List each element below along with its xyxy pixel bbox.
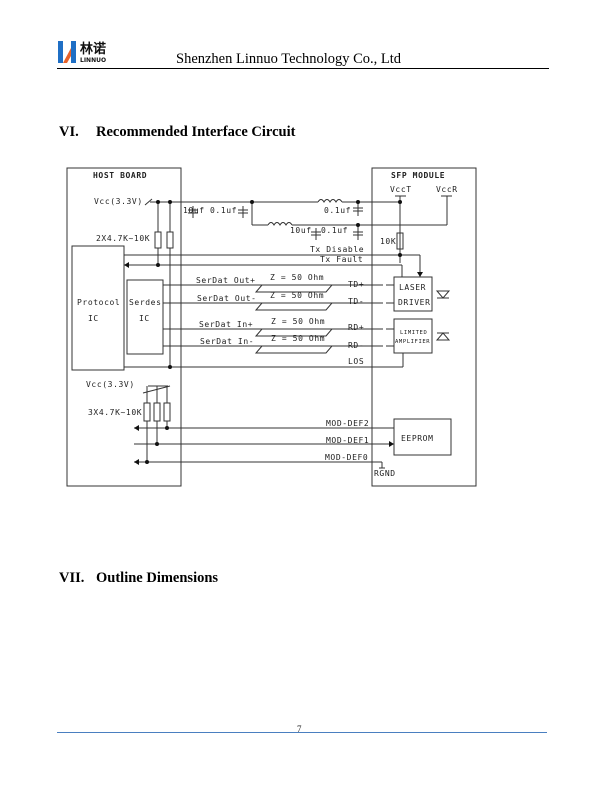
laser-driver-box <box>393 276 433 312</box>
rd-plus-label: RD+ <box>348 323 364 332</box>
serdat-in-plus-label: SerDat In+ <box>199 320 253 329</box>
impedance-label: Z = 50 Ohm <box>270 291 324 300</box>
serdat-out-plus-label: SerDat Out+ <box>196 276 256 285</box>
eeprom-box <box>393 418 452 456</box>
logo-mark-slash <box>63 48 71 63</box>
cap-01uf-label: 0.1uf <box>324 206 351 215</box>
vcct-label: VccT <box>390 185 412 194</box>
tx-disable-label: Tx Disable <box>310 245 364 254</box>
section-number: VI. <box>59 124 79 140</box>
sfp-module-box <box>371 167 477 487</box>
photo-diode-icon <box>435 332 451 341</box>
logo-mark-left <box>58 41 63 63</box>
section-title: Recommended Interface Circuit <box>96 124 296 140</box>
logo-en-text: LINNUO <box>80 57 106 64</box>
protocol-ic-box <box>71 245 125 371</box>
pullup-2x-label: 2X4.7K~10K <box>96 234 150 243</box>
section-number: VII. <box>59 570 85 586</box>
mod-def0-label: MOD-DEF0 <box>325 453 368 462</box>
serdes-ic-box <box>126 279 164 355</box>
limited-amplifier-label: LIMITED <box>400 330 427 336</box>
serdes-ic-label: Serdes <box>129 298 162 307</box>
laser-driver-label: LASER <box>399 283 426 292</box>
mod-def1-label: MOD-DEF1 <box>326 436 369 445</box>
laser-driver-label-2: DRIVER <box>398 298 431 307</box>
limited-amplifier-label-2: AMPLIFIER <box>395 339 430 345</box>
vcc-host-label-2: Vcc(3.3V) <box>86 380 135 389</box>
mod-def2-label: MOD-DEF2 <box>326 419 369 428</box>
rgnd-label: RGND <box>374 469 396 478</box>
resistor-10k-label: 10K <box>380 237 396 246</box>
impedance-label: Z = 50 Ohm <box>271 334 325 343</box>
serdes-ic-label-2: IC <box>139 314 150 323</box>
serdat-out-minus-label: SerDat Out- <box>197 294 257 303</box>
host-board-label: HOST BOARD <box>93 171 147 180</box>
company-name: Shenzhen Linnuo Technology Co., Ltd <box>176 51 402 67</box>
protocol-ic-label: Protocol <box>77 298 120 307</box>
cap-10uf-label: 10uf <box>183 206 205 215</box>
tx-fault-label: Tx Fault <box>320 255 363 264</box>
limited-amplifier-box <box>393 318 433 354</box>
impedance-label: Z = 50 Ohm <box>271 317 325 326</box>
linnuo-logo: 林诺 LINNUO <box>58 41 106 64</box>
protocol-ic-label-2: IC <box>88 314 99 323</box>
section-heading-dimensions: VII. Outline Dimensions <box>59 570 218 587</box>
logo-mark-right <box>71 41 76 63</box>
td-minus-label: TD- <box>348 297 364 306</box>
serdat-in-minus-label: SerDat In- <box>200 337 254 346</box>
sfp-module-label: SFP MODULE <box>391 171 445 180</box>
host-board-box <box>66 167 182 487</box>
page-number: 7 <box>297 724 302 734</box>
header-divider <box>57 68 549 69</box>
vccr-label: VccR <box>436 185 458 194</box>
impedance-label: Z = 50 Ohm <box>270 273 324 282</box>
cap-01uf-label: 0.1uf <box>210 206 237 215</box>
rd-minus-label: RD- <box>348 341 364 350</box>
laser-diode-icon <box>435 290 451 299</box>
logo-cn-text: 林诺 <box>80 41 106 57</box>
section-title: Outline Dimensions <box>96 570 219 586</box>
eeprom-label: EEPROM <box>401 434 434 443</box>
td-plus-label: TD+ <box>348 280 364 289</box>
pullup-3x-label: 3X4.7K~10K <box>88 408 142 417</box>
cap-10uf-label: 10uf <box>290 226 312 235</box>
los-label: LOS <box>348 357 364 366</box>
cap-01uf-label: 0.1uf <box>321 226 348 235</box>
footer-divider <box>57 732 547 733</box>
section-heading-interface: VI. Recommended Interface Circuit <box>59 124 295 141</box>
vcc-host-label: Vcc(3.3V) <box>94 197 143 206</box>
